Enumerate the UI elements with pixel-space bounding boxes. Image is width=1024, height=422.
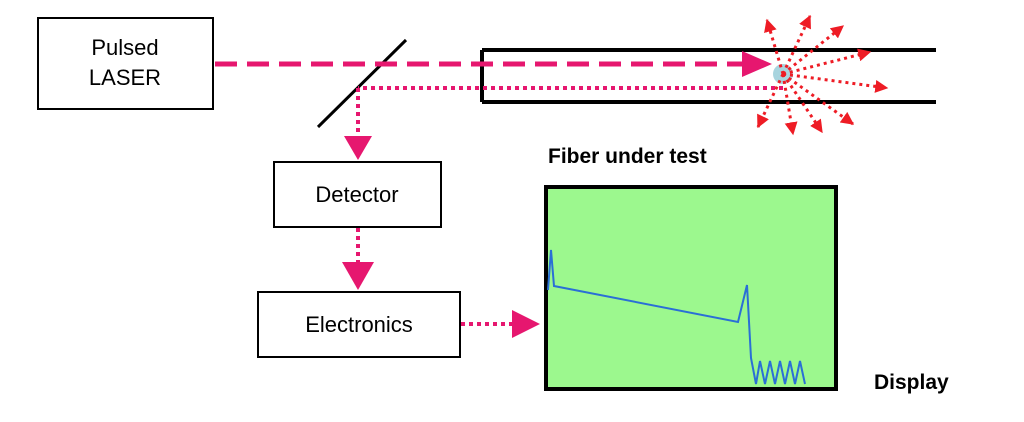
outgoing-pulse-arrow: [215, 51, 772, 77]
beam-splitter: [316, 38, 408, 129]
laser-label-line2: LASER: [89, 65, 161, 90]
otdr-trace: [547, 249, 806, 385]
detector-box: Detector: [273, 161, 442, 228]
detector-label: Detector: [315, 182, 398, 207]
electronics-box: Electronics: [257, 291, 461, 358]
scattered-light-rays: [756, 14, 889, 136]
fiber-under-test-caption: Fiber under test: [548, 145, 707, 168]
electronics-to-display-arrow: [461, 310, 540, 338]
display-screen: [544, 185, 838, 391]
laser-label-line1: Pulsed: [91, 35, 158, 60]
electronics-label: Electronics: [305, 312, 413, 337]
pulsed-laser-box: Pulsed LASER: [37, 17, 214, 110]
display-caption: Display: [874, 371, 949, 394]
fiber-under-test: [480, 48, 936, 104]
splitter-to-detector-arrow: [344, 88, 372, 160]
detector-to-electronics-arrow: [342, 228, 374, 290]
